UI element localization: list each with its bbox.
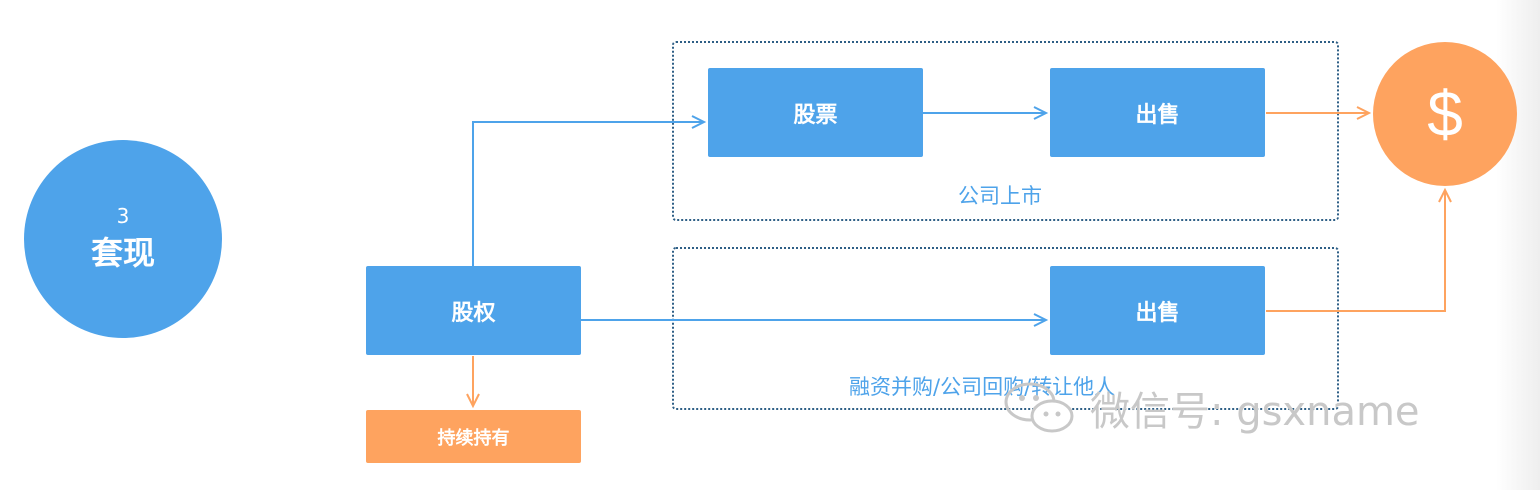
step-number: 3 <box>116 204 130 228</box>
arrow-equity-to-stock <box>472 121 704 266</box>
ipo-group <box>672 41 1339 221</box>
dollar-icon: $ <box>1427 78 1463 150</box>
arrowhead-equity-to-stock <box>691 115 707 129</box>
equity-box: 股权 <box>366 266 581 355</box>
step-circle: 3 套现 <box>24 140 222 338</box>
sell-box-ma: 出售 <box>1050 266 1265 355</box>
arrow-sell-bottom-to-dollar <box>1266 190 1446 312</box>
ma-group <box>672 247 1339 410</box>
ipo-caption: 公司上市 <box>958 184 1042 208</box>
arrowhead-equity-to-sell-bottom <box>1033 313 1049 327</box>
ma-caption: 融资并购/公司回购/转让他人 <box>849 375 1116 399</box>
wechat-icon <box>1004 382 1074 433</box>
watermark-text: 微信号: gsxname <box>1090 389 1420 435</box>
sell-box-ipo: 出售 <box>1050 68 1265 157</box>
arrowhead-equity-to-hold <box>466 393 480 409</box>
wechat-watermark: 微信号: gsxname <box>1000 378 1420 438</box>
dollar-circle: $ <box>1373 42 1517 186</box>
arrowhead-sell-bottom-to-dollar <box>1438 187 1452 203</box>
arrowhead-sell-top-to-dollar <box>1356 106 1372 120</box>
arrowhead-stock-to-sell-top <box>1033 106 1049 120</box>
stock-box: 股票 <box>708 68 923 157</box>
hold-box: 持续持有 <box>366 410 581 463</box>
step-title: 套现 <box>90 234 155 272</box>
